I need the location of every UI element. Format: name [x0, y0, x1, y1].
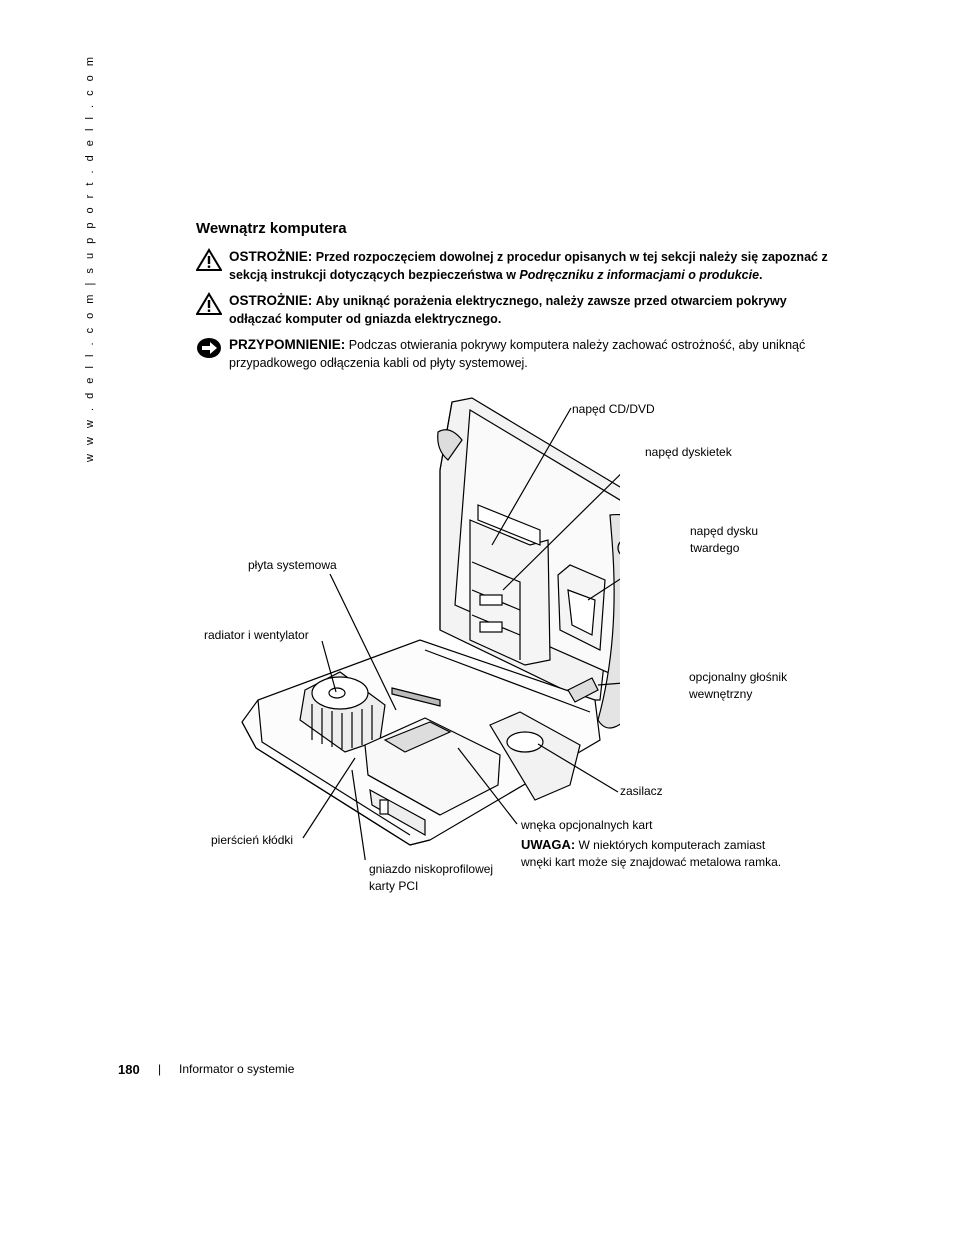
notice-text: Podczas otwierania pokrywy komputera nal…	[229, 338, 806, 370]
warning-icon	[196, 292, 222, 315]
label-padlock-ring: pierścień kłódki	[211, 833, 294, 847]
label-hard-drive-1: napęd dysku	[690, 524, 759, 538]
label-pci-slot-2: karty PCI	[369, 879, 419, 893]
notice-keyword: PRZYPOMNIENIE:	[229, 337, 346, 352]
note-block: UWAGA: W niektórych komputerach zamiast …	[521, 836, 781, 871]
caution-notice-2: OSTROŻNIE: Aby uniknąć porażenia elektry…	[196, 292, 836, 328]
label-card-bay: wnęka opcjonalnych kart	[521, 818, 653, 832]
label-hard-drive-2: twardego	[690, 541, 740, 555]
label-pci-slot-1: gniazdo niskoprofilowej	[369, 862, 494, 876]
footer-title: Informator o systemie	[179, 1062, 295, 1076]
notice-arrow-icon	[197, 338, 221, 358]
label-cd-dvd-drive: napęd CD/DVD	[572, 402, 655, 416]
reminder-notice: PRZYPOMNIENIE: Podczas otwierania pokryw…	[196, 336, 836, 372]
section-title: Wewnątrz komputera	[196, 220, 347, 237]
note-line-1: W niektórych komputerach zamiast	[578, 838, 766, 852]
warning-icon	[196, 248, 222, 271]
caution-notice-1: OSTROŻNIE: Przed rozpoczęciem dowolnej z…	[196, 248, 836, 284]
notice-text-end: .	[759, 268, 763, 282]
note-keyword: UWAGA:	[521, 837, 576, 852]
page-number: 180	[118, 1062, 140, 1077]
side-url: w w w . d e l l . c o m | s u p p o r t …	[84, 54, 96, 462]
note-line-2: wnęki kart może się znajdować metalowa r…	[521, 855, 782, 869]
label-heatsink-fan: radiator i wentylator	[204, 628, 309, 642]
label-speaker-2: wewnętrzny	[689, 687, 753, 701]
notice-keyword: OSTROŻNIE:	[229, 293, 313, 308]
notice-keyword: OSTROŻNIE:	[229, 249, 313, 264]
label-power-supply: zasilacz	[620, 784, 663, 798]
notice-text: Aby uniknąć porażenia elektrycznego, nal…	[229, 294, 787, 326]
label-floppy-drive: napęd dyskietek	[645, 445, 732, 459]
computer-interior-diagram	[241, 397, 620, 860]
label-speaker-1: opcjonalny głośnik	[689, 670, 788, 684]
notice-text: Przed rozpoczęciem dowolnej z procedur o…	[229, 250, 828, 282]
footer-separator: |	[158, 1062, 162, 1076]
notice-emphasis: Podręczniku z informacjami o produkcie	[519, 268, 760, 282]
label-system-board: płyta systemowa	[248, 558, 337, 572]
